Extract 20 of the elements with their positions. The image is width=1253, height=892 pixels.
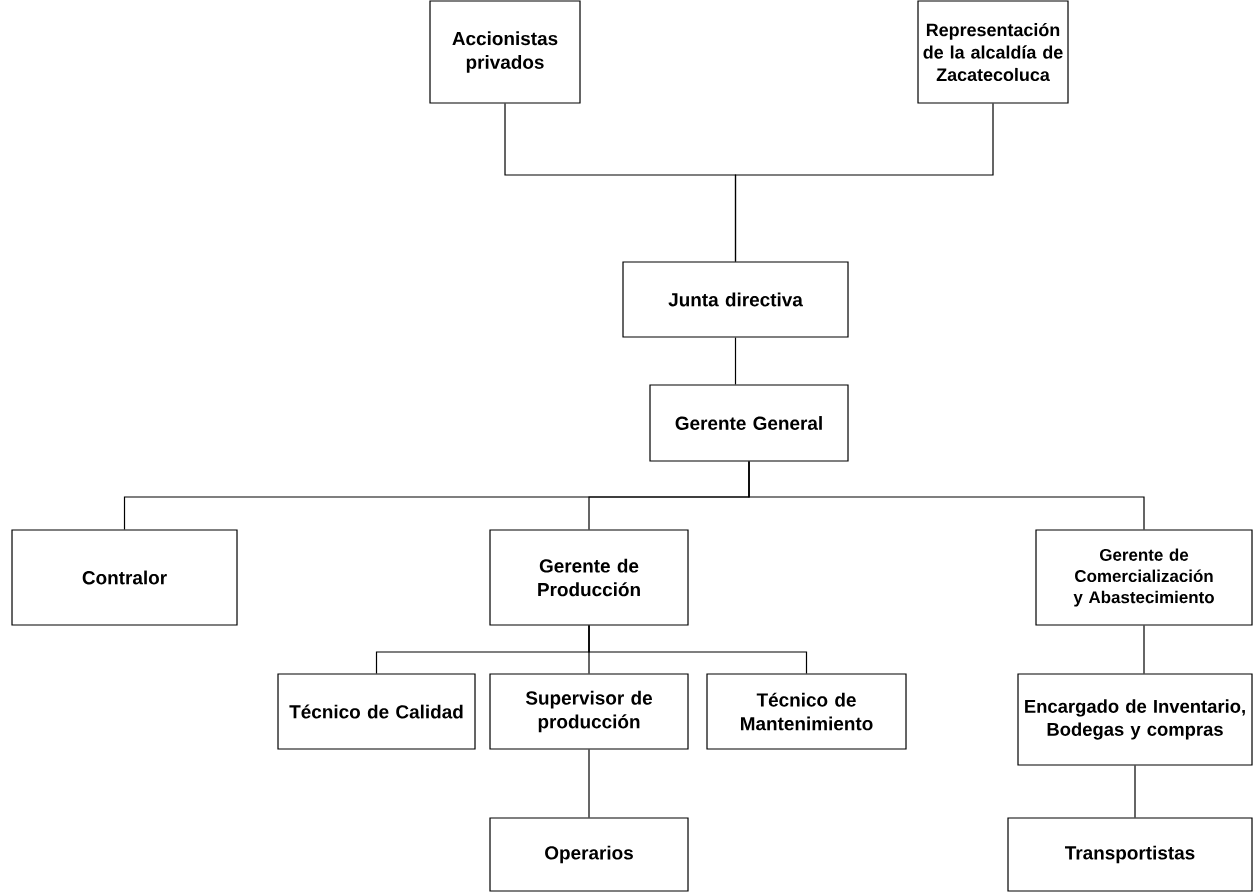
connector-line [734, 337, 737, 385]
org-box: Transportistas [1007, 817, 1253, 892]
connector-line [1143, 625, 1145, 674]
org-box: Encargado de Inventario, Bodegas y compras [1017, 673, 1253, 766]
org-box: Técnico de Calidad [277, 673, 476, 750]
org-box: Accionistas privados [429, 0, 581, 104]
org-box: Operarios [489, 817, 689, 892]
org-box: Gerente de Producción [489, 529, 689, 626]
connector-line [734, 103, 994, 262]
org-box: Representación de la alcaldía de Zacatecoluca [917, 0, 1069, 104]
org-box: Supervisor de producción [489, 673, 689, 750]
org-box: Gerente General [649, 384, 849, 462]
org-box: Contralor [11, 529, 238, 626]
connector-line [588, 625, 808, 674]
connector-line [588, 749, 590, 818]
org-box: Técnico de Mantenimiento [706, 673, 907, 750]
org-box: Junta directiva [622, 261, 849, 338]
org-box: Gerente de Comercialización y Abastecimiento [1035, 529, 1253, 626]
connector-line [748, 461, 1145, 530]
connector-line [1134, 765, 1136, 818]
